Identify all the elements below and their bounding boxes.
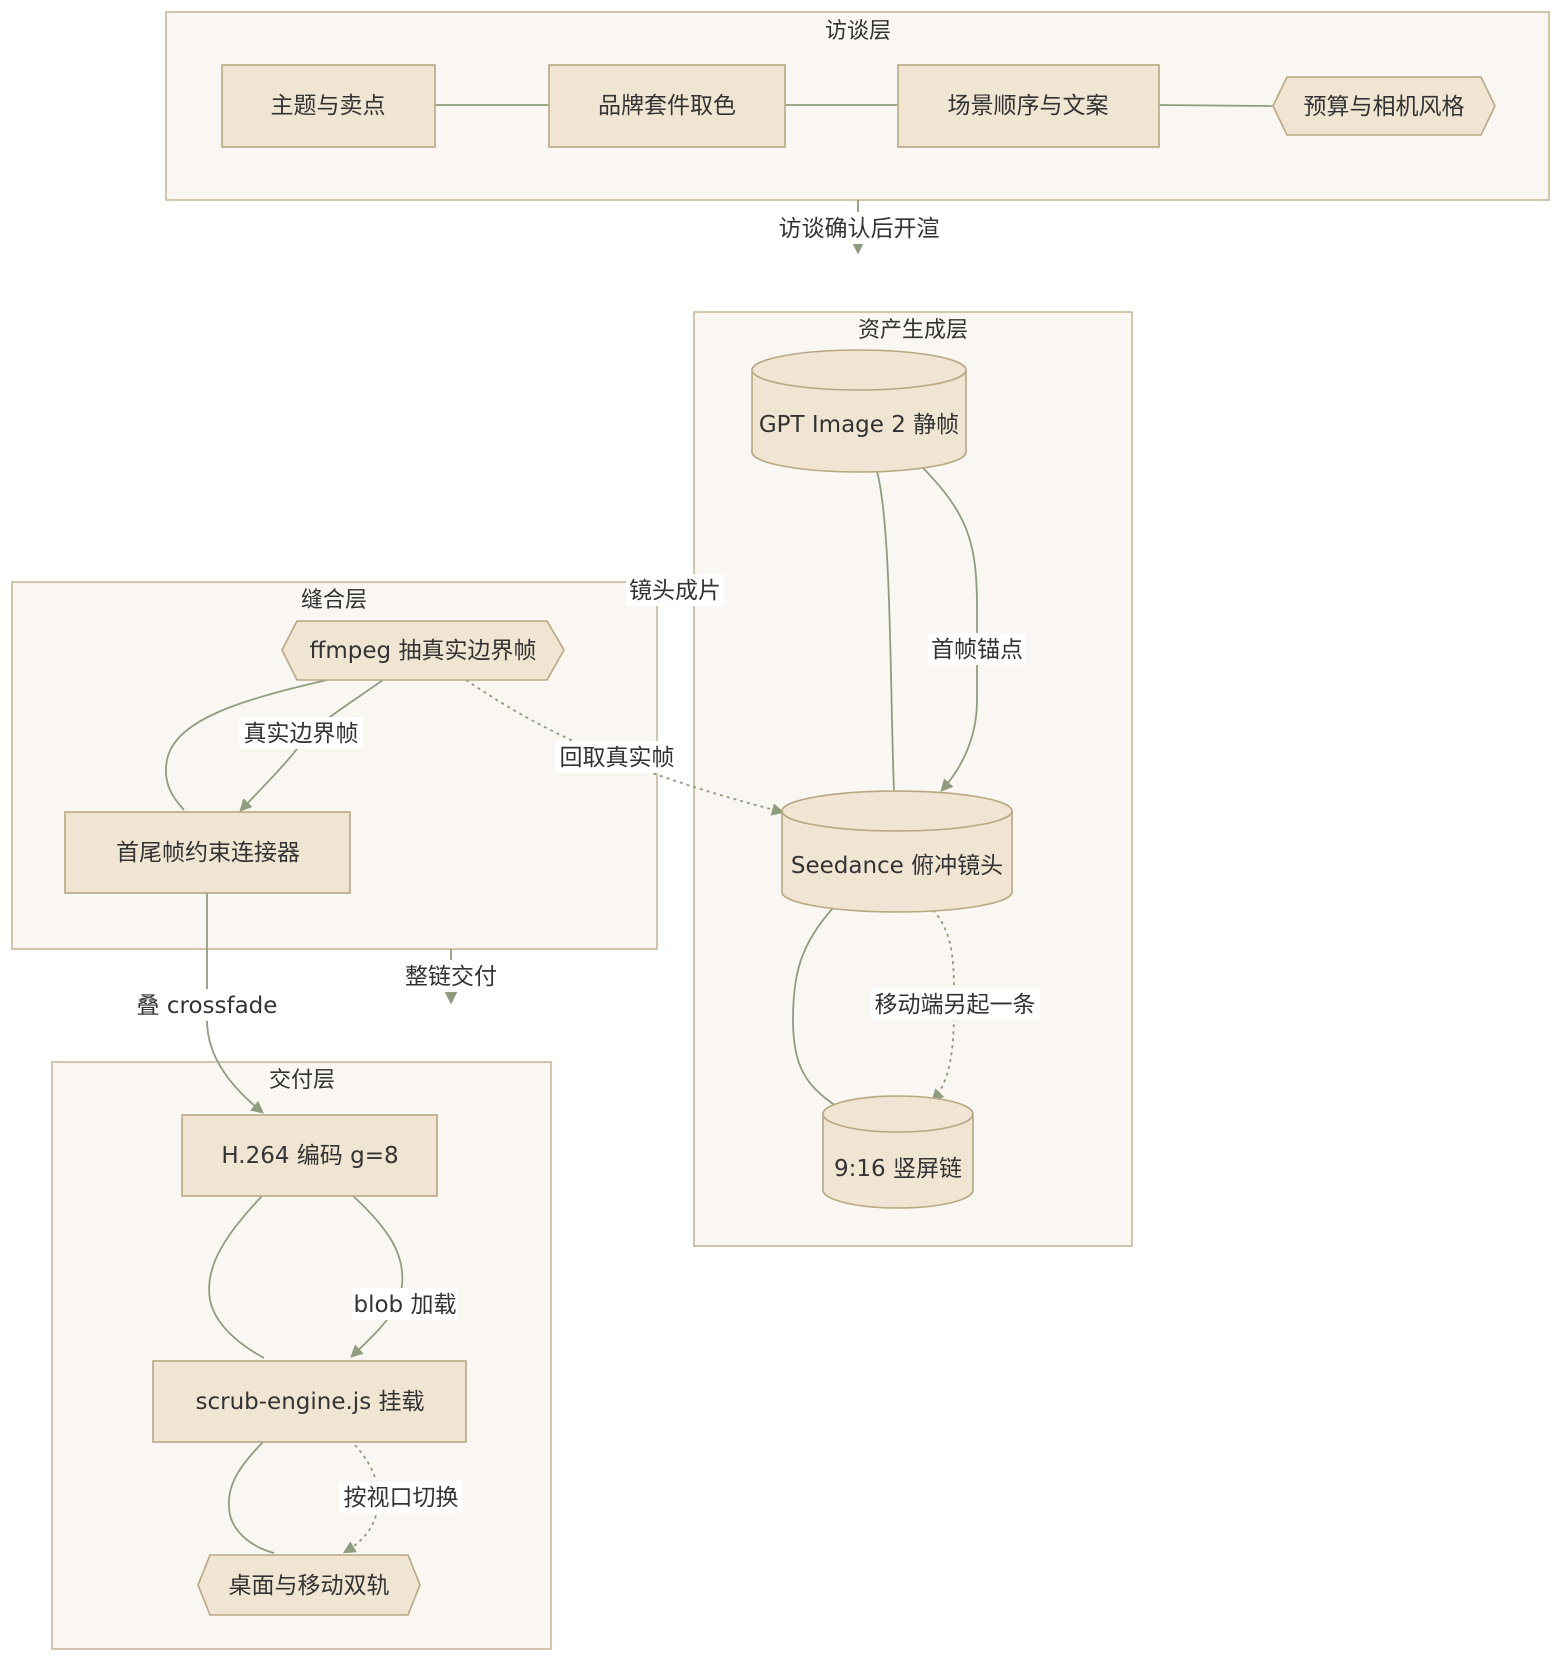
node-dual[interactable]: 桌面与移动双轨	[197, 1554, 421, 1616]
edge-scrub-dual-plain	[227, 1439, 275, 1554]
node-scrub[interactable]: scrub-engine.js 挂载	[152, 1360, 467, 1443]
node-connector-label: 首尾帧约束连接器	[116, 840, 300, 866]
edge-label-mobile-chain: 移动端另起一条	[870, 988, 1040, 1020]
cluster-assets-label: 资产生成层	[858, 318, 968, 343]
edge-label-crossfade: 叠 crossfade	[137, 989, 278, 1021]
edge-seedance-vertical-plain	[792, 907, 837, 1107]
edge-gpt-seedance-anchor	[919, 464, 978, 792]
edge-label-fetch-real-frame: 回取真实帧	[555, 741, 679, 773]
node-connector[interactable]: 首尾帧约束连接器	[64, 811, 351, 894]
edge-label-first-frame-anchor: 首帧锚点	[928, 633, 1026, 665]
edge-gpt-seedance-plain	[875, 467, 895, 791]
node-h264-label: H.264 编码 g=8	[221, 1143, 398, 1169]
edge-connector-h264	[206, 892, 264, 1114]
node-gpt-label: GPT Image 2 静帧	[759, 412, 959, 438]
node-vertical[interactable]: 9:16 竖屏链	[822, 1095, 974, 1209]
cluster-stitch-label: 缝合层	[301, 588, 367, 613]
svg-text:blob 加载: blob 加载	[354, 1292, 457, 1318]
node-seedance-label: Seedance 俯冲镜头	[791, 853, 1003, 879]
svg-text:移动端另起一条: 移动端另起一条	[875, 992, 1036, 1018]
svg-text:真实边界帧: 真实边界帧	[244, 721, 359, 747]
edge-scene-budget	[1158, 104, 1274, 107]
edge-label-render-after-confirm: 访谈确认后开渲	[774, 212, 944, 244]
edge-scrub-dual-viewport	[342, 1439, 380, 1554]
svg-text:按视口切换: 按视口切换	[344, 1485, 459, 1511]
node-ffmpeg-label: ffmpeg 抽真实边界帧	[310, 638, 537, 664]
node-theme-label: 主题与卖点	[271, 93, 386, 119]
svg-text:整链交付: 整链交付	[405, 964, 497, 990]
node-budget[interactable]: 预算与相机风格	[1272, 76, 1496, 136]
edge-h264-scrub-plain	[208, 1194, 265, 1359]
node-budget-label: 预算与相机风格	[1304, 94, 1465, 120]
edge-ffmpeg-connector-plain	[165, 679, 328, 811]
node-gpt[interactable]: GPT Image 2 静帧	[751, 349, 967, 473]
node-scene[interactable]: 场景顺序与文案	[897, 64, 1160, 148]
svg-text:镜头成片: 镜头成片	[629, 578, 721, 604]
svg-text:叠 crossfade: 叠 crossfade	[137, 993, 278, 1019]
node-seedance[interactable]: Seedance 俯冲镜头	[781, 790, 1013, 913]
node-vertical-label: 9:16 竖屏链	[834, 1156, 962, 1182]
edge-label-shot-done: 镜头成片	[626, 574, 724, 606]
node-brand[interactable]: 品牌套件取色	[548, 64, 786, 148]
edge-label-viewport-switch: 按视口切换	[339, 1481, 463, 1513]
node-dual-label: 桌面与移动双轨	[229, 1573, 390, 1599]
node-ffmpeg[interactable]: ffmpeg 抽真实边界帧	[281, 620, 565, 681]
edge-label-real-boundary-frame: 真实边界帧	[239, 717, 363, 749]
edge-label-blob-load: blob 加载	[352, 1288, 458, 1320]
edge-h264-scrub-blob	[350, 1194, 404, 1358]
svg-text:回取真实帧: 回取真实帧	[560, 745, 675, 771]
node-h264[interactable]: H.264 编码 g=8	[181, 1114, 438, 1197]
node-brand-label: 品牌套件取色	[598, 93, 736, 119]
edge-ffmpeg-seedance	[465, 679, 785, 816]
svg-text:访谈确认后开渲: 访谈确认后开渲	[779, 216, 940, 242]
edge-seedance-vertical-mobile	[931, 909, 955, 1102]
svg-text:首帧锚点: 首帧锚点	[931, 637, 1023, 663]
node-scrub-label: scrub-engine.js 挂载	[195, 1389, 424, 1415]
edge-label-full-chain-delivery: 整链交付	[402, 960, 500, 992]
node-scene-label: 场景顺序与文案	[948, 93, 1109, 119]
cluster-interview-label: 访谈层	[825, 19, 891, 44]
node-theme[interactable]: 主题与卖点	[221, 64, 436, 148]
cluster-delivery-label: 交付层	[269, 1068, 335, 1093]
